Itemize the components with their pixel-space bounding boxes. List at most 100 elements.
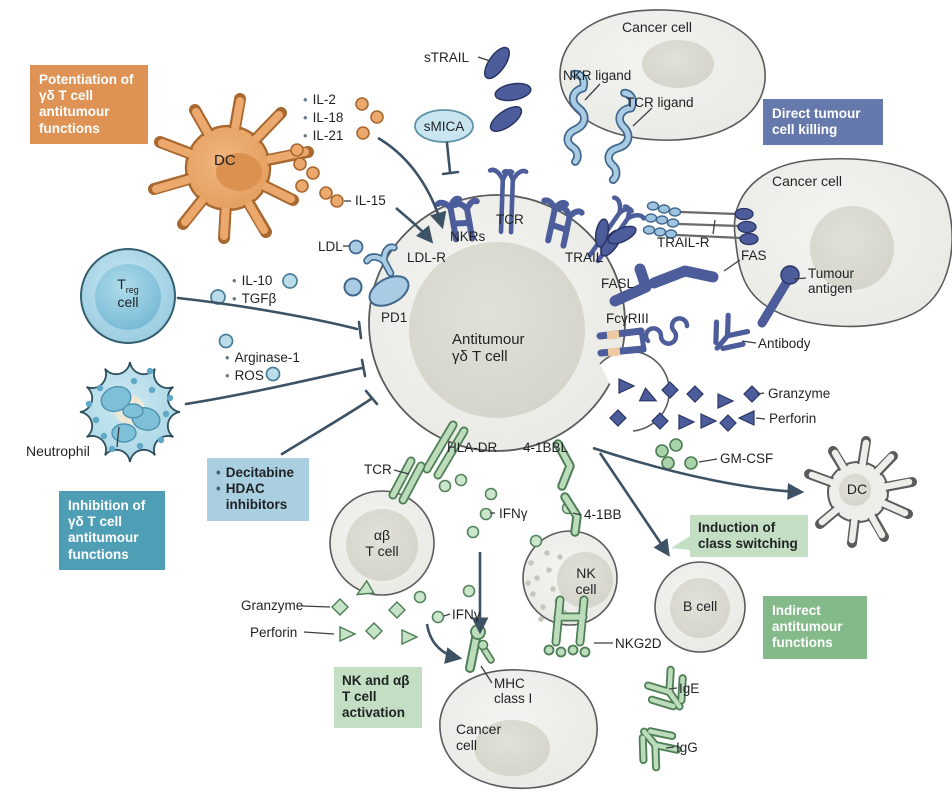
cancer-cell-right [733, 158, 952, 328]
strail-particles [484, 46, 532, 132]
trail-molecule [594, 218, 637, 257]
arrow-to-dc-right [592, 446, 805, 500]
bullet-icon: • [225, 350, 230, 365]
cancer-top-label: Cancer cell [622, 19, 693, 35]
central-cell-label: Antitumour γδ T cell [452, 331, 525, 366]
fcgriii-label: FcγRIII [606, 311, 649, 326]
ifng-bottom-label: IFNγ [452, 607, 481, 622]
tumour-antigen-label: Tumour antigen [808, 266, 855, 297]
ldlr-receptor [348, 239, 398, 277]
granzyme-blue-label: Granzyme [768, 386, 831, 401]
pd1-receptor [343, 275, 410, 307]
decitabine-item: Decitabine [225, 465, 295, 480]
direct-killing-box: Direct tumour cell killing [763, 99, 883, 146]
mhc-line2: class I [494, 691, 533, 707]
cancer-cell-bottom [439, 669, 598, 790]
il-cytokine-dots [290, 97, 384, 208]
cancer-cell-top [559, 9, 766, 141]
bullet-icon: • [303, 127, 308, 143]
cancer-right-label: Cancer cell [772, 173, 843, 189]
treg-sub: reg [125, 284, 139, 295]
inhibit-line-smica [445, 141, 452, 174]
treg-cytokine-list: •IL-10 •TGFβ [232, 272, 276, 308]
ldl-particle [348, 239, 364, 255]
treg-label: Treg cell [98, 276, 158, 311]
cancer-bottom-line2: cell [456, 736, 478, 753]
cancer-bottom-label: Cancer cell [456, 721, 502, 753]
nkg2d-receptor [543, 595, 591, 658]
cancer-top-nucleus [642, 40, 714, 88]
bullet-icon: • [225, 367, 230, 383]
antibody-label: Antibody [758, 336, 811, 351]
potentiation-box: Potentiation of γδ T cell antitumour fun… [30, 65, 148, 144]
treg-cytokine-dots [210, 273, 298, 382]
neutrophil-factor-list: •Arginase-1 •ROS [225, 349, 300, 385]
cancer-bottom-nucleus [474, 720, 550, 776]
fasl-label: FASL [601, 276, 635, 291]
b-cell-label: B cell [683, 598, 718, 614]
smica-particle [414, 109, 474, 143]
bullet-icon: • [232, 290, 237, 306]
arrow-il15-to-cell [395, 207, 434, 244]
gmcsf-dots [655, 438, 698, 470]
treg-cell-word: cell [117, 293, 139, 310]
bullet-icon: • [303, 92, 308, 107]
fcgriii-receptor [596, 316, 690, 357]
ab-line1: αβ [373, 527, 391, 543]
nk-cell [522, 530, 618, 626]
tcr-receptor-green [388, 456, 426, 505]
trailr-label: TRAIL-R [657, 235, 710, 250]
41bbl-receptor [553, 439, 575, 491]
fasl-molecule [609, 263, 652, 307]
hdac-item: HDAC inhibitors [225, 481, 288, 513]
arginase-label: Arginase-1 [234, 350, 300, 365]
ab-t-cell-label: αβ T cell [352, 527, 412, 559]
bullet-icon: • [216, 481, 221, 497]
fasl-fas-pair [609, 263, 719, 307]
nkr-ligand-label: NKR ligand [563, 68, 632, 83]
neutrophil-granules [85, 367, 174, 453]
tcr-green-label: TCR [364, 462, 392, 477]
pd1-label: PD1 [381, 310, 408, 325]
bullet-icon: • [232, 273, 237, 288]
class-switch-tail [671, 536, 690, 550]
nk-activation-box: NK and αβ T cell activation [334, 667, 422, 728]
il2-label: IL-2 [312, 92, 336, 107]
smica-label: sMICA [423, 119, 465, 134]
bullet-icon: • [216, 465, 221, 480]
cancer-bottom-line1: Cancer [456, 721, 502, 737]
dc-right-label: DC [846, 481, 868, 497]
nk-cell-label: NK cell [566, 565, 606, 597]
central-gd-t-cell [368, 194, 671, 452]
ige-label: IgE [679, 681, 700, 696]
class-switching-box: Induction of class switching [690, 515, 808, 558]
decitabine-box: •Decitabine •HDAC inhibitors [207, 458, 309, 521]
treg-cell [80, 248, 176, 344]
inhibition-lines [176, 141, 460, 456]
ldlr-label: LDL-R [407, 250, 447, 265]
inhibit-line-drugs [280, 397, 373, 456]
arrow-to-b-cell [598, 452, 670, 557]
neutrophil-nucleus [100, 385, 161, 443]
arrows [377, 136, 805, 664]
ros-label: ROS [234, 367, 264, 383]
mhc-class-i-receptor [465, 624, 495, 673]
treg-t: T [117, 276, 126, 292]
perforin-blue-label: Perforin [769, 411, 817, 426]
41bbl-label: 4-1BBL [523, 440, 569, 455]
il-cytokine-list: •IL-2 •IL-18 •IL-21 [303, 91, 343, 144]
il18-label: IL-18 [312, 109, 344, 125]
dc-left-nucleus [216, 153, 262, 191]
mhc-line1: MHC [494, 676, 525, 691]
ab-line2: T cell [365, 542, 399, 559]
41bb-receptor [560, 492, 582, 537]
cancer-right-nucleus [810, 206, 894, 290]
gmcsf-label: GM-CSF [720, 451, 774, 466]
ifng-dots-bottom [413, 584, 476, 624]
nk-line1: NK [576, 565, 596, 581]
central-line2: γδ T cell [452, 347, 508, 365]
nk-line2: cell [575, 580, 597, 597]
fas-label: FAS [741, 248, 767, 263]
